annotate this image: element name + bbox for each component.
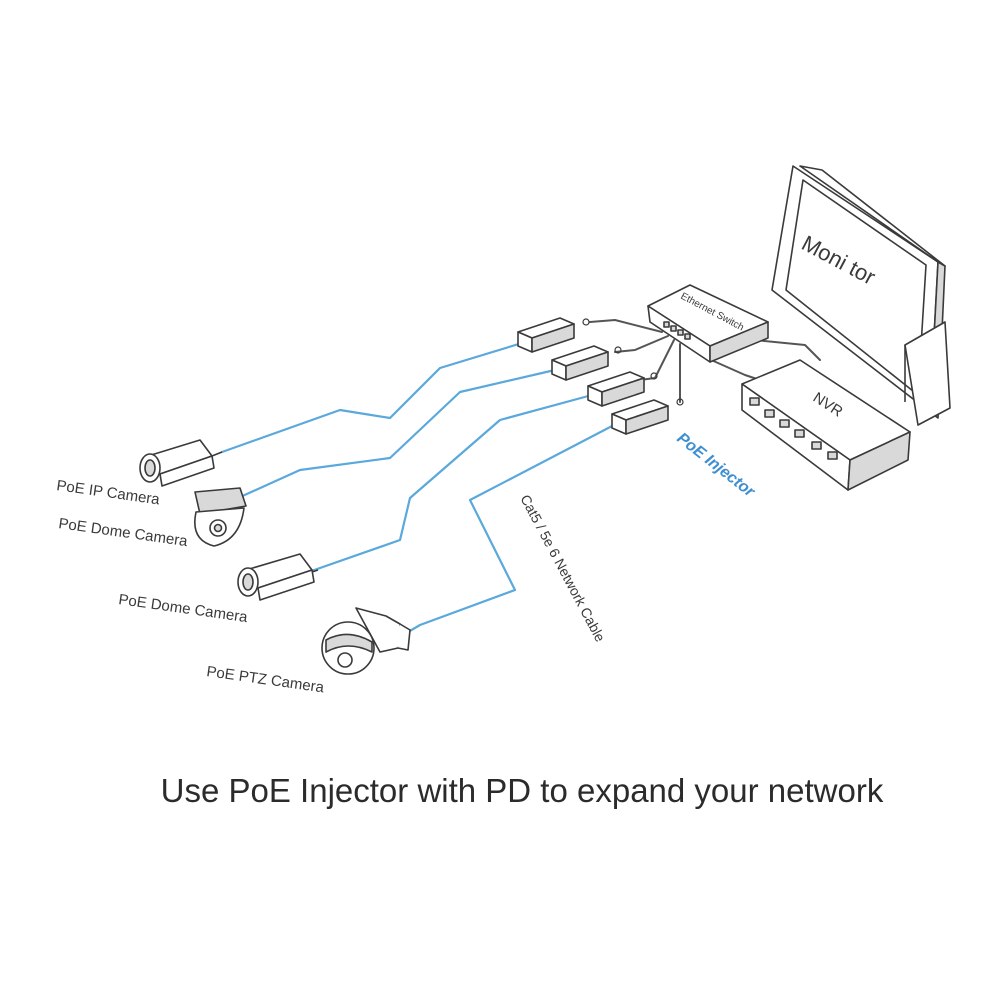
poe-ptz-camera-label: PoE PTZ Camera — [205, 663, 325, 696]
poe-dome-camera-2-label: PoE Dome Camera — [117, 591, 249, 626]
poe-dome-camera-1 — [194, 487, 247, 547]
monitor: Moni tor — [771, 165, 951, 426]
poe-injector-1 — [517, 317, 590, 353]
poe-ip-camera — [139, 439, 223, 487]
cable-dome-camera-1 — [236, 368, 557, 500]
cable-dome-camera-2 — [298, 393, 594, 577]
poe-dome-camera-2 — [237, 553, 319, 601]
caption: Use PoE Injector with PD to expand your … — [160, 772, 884, 809]
poe-injector-4 — [611, 398, 684, 435]
switch-ports — [663, 321, 691, 340]
poe-dome-camera-1-label: PoE Dome Camera — [57, 515, 189, 550]
network-cables — [220, 341, 616, 637]
nvr-front-ports — [749, 397, 838, 460]
poe-injector-label: PoE Injector — [674, 430, 759, 501]
switch-cables — [589, 319, 821, 403]
network-cable-label: Cat5 / 5e 6 Network Cable — [517, 492, 608, 645]
poe-ptz-camera — [321, 607, 411, 675]
cable-ptz-camera — [401, 423, 616, 637]
poe-injector-3 — [587, 371, 658, 407]
nvr: NVR — [741, 359, 911, 491]
poe-injector-2 — [551, 345, 622, 381]
ethernet-switch: Ethernet Switch — [647, 284, 769, 363]
poe-ip-camera-label: PoE IP Camera — [55, 477, 161, 508]
cable-ip-camera — [220, 341, 524, 454]
